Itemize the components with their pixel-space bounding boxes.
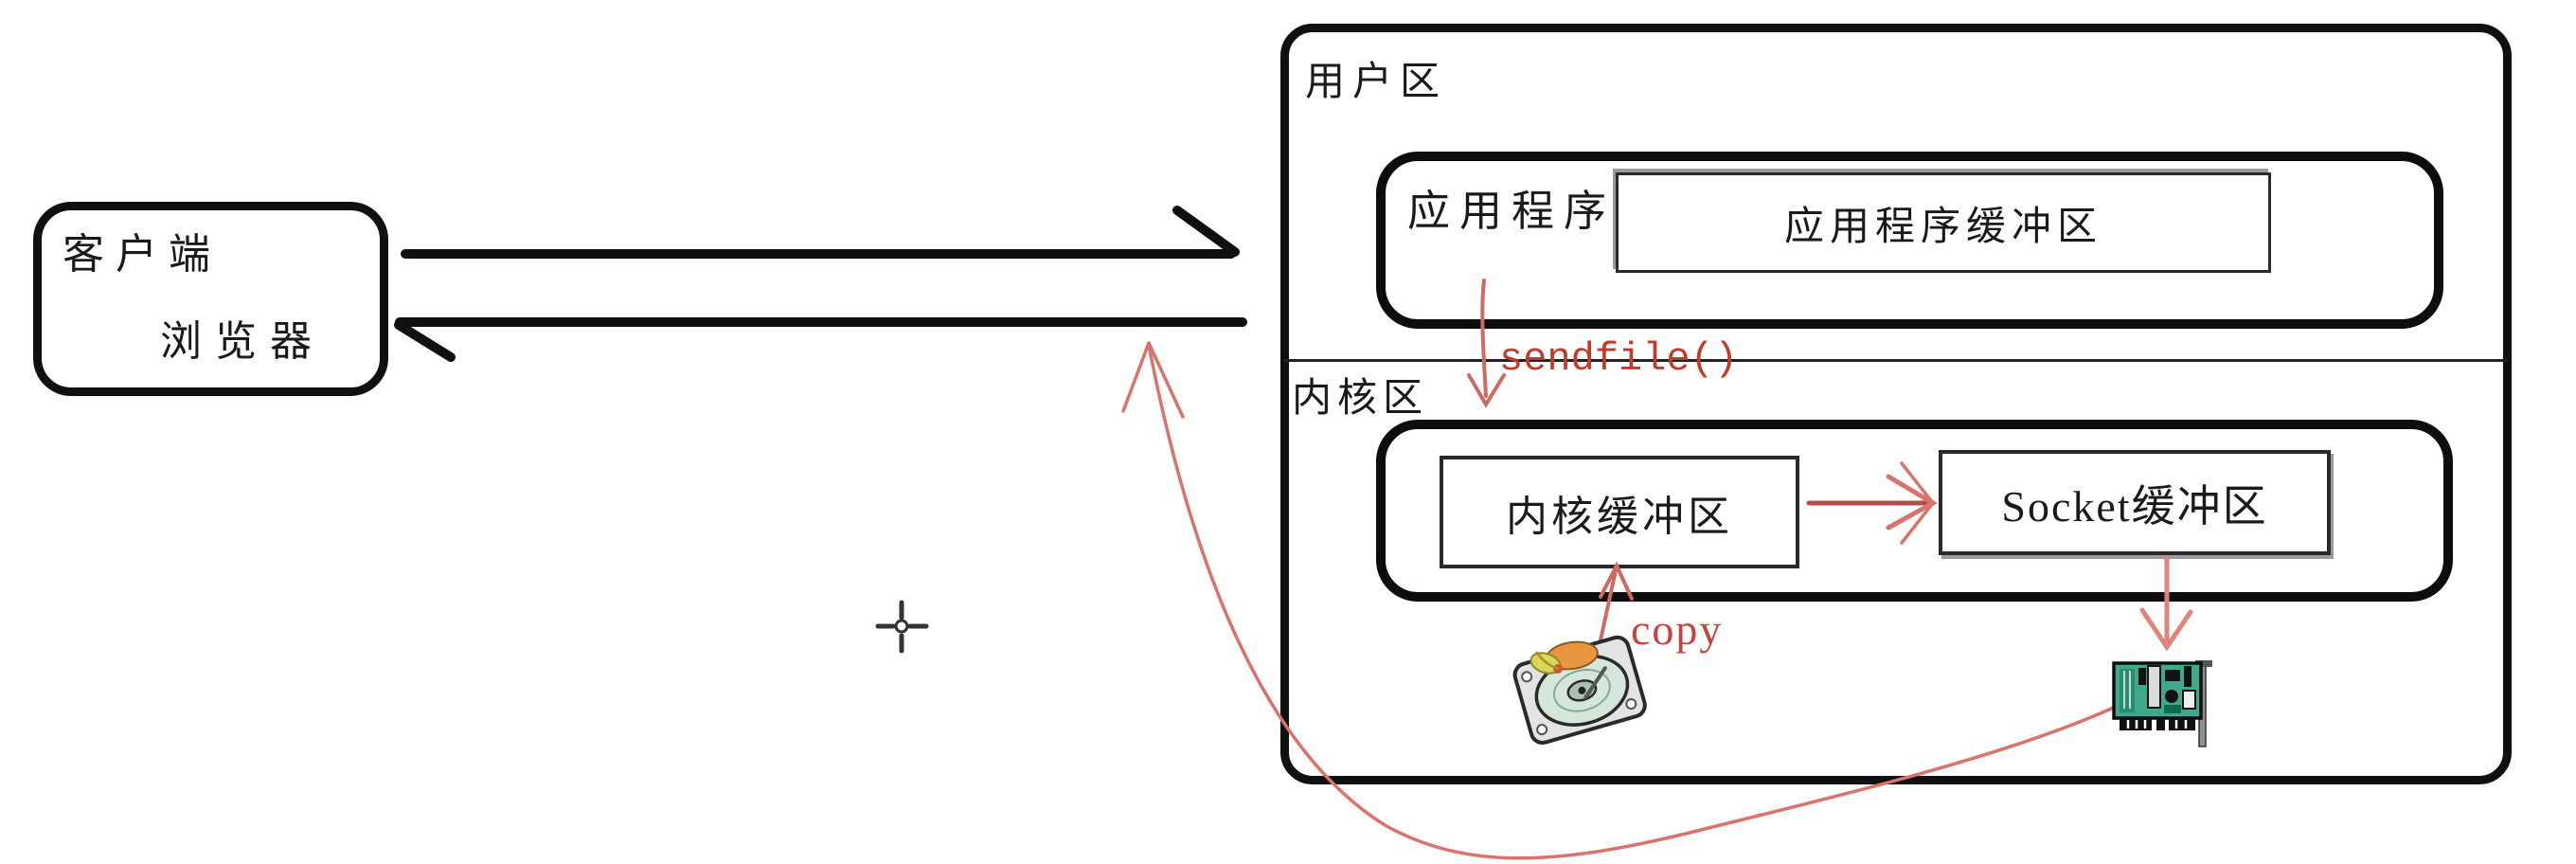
user-kernel-divider: [1284, 359, 2508, 362]
sendfile-call-label: sendfile(): [1499, 336, 1739, 382]
user-space-label: 用户区: [1305, 61, 1448, 104]
socket-buffer-box: Socket缓冲区: [1939, 450, 2331, 555]
request-arrow: [401, 206, 1240, 259]
browser-label: 浏览器: [160, 318, 325, 365]
kernel-space-label: 内核区: [1292, 377, 1429, 421]
crosshair-cursor-icon: [875, 600, 929, 654]
kernel-buffer-label: 内核缓冲区: [1506, 493, 1733, 540]
application-buffer-label: 应用程序缓冲区: [1783, 205, 2102, 249]
host-box: [1280, 24, 2512, 784]
kernel-buffer-box: 内核缓冲区: [1440, 456, 1799, 568]
copy-label: copy: [1631, 605, 1724, 654]
application-label: 应用程序: [1407, 188, 1617, 235]
response-arrow: [394, 317, 1247, 362]
client-box: 客户端 浏览器: [33, 202, 388, 396]
client-label: 客户端: [63, 231, 222, 278]
application-buffer-box: 应用程序缓冲区: [1616, 172, 2271, 273]
socket-buffer-label: Socket缓冲区: [2001, 481, 2268, 531]
